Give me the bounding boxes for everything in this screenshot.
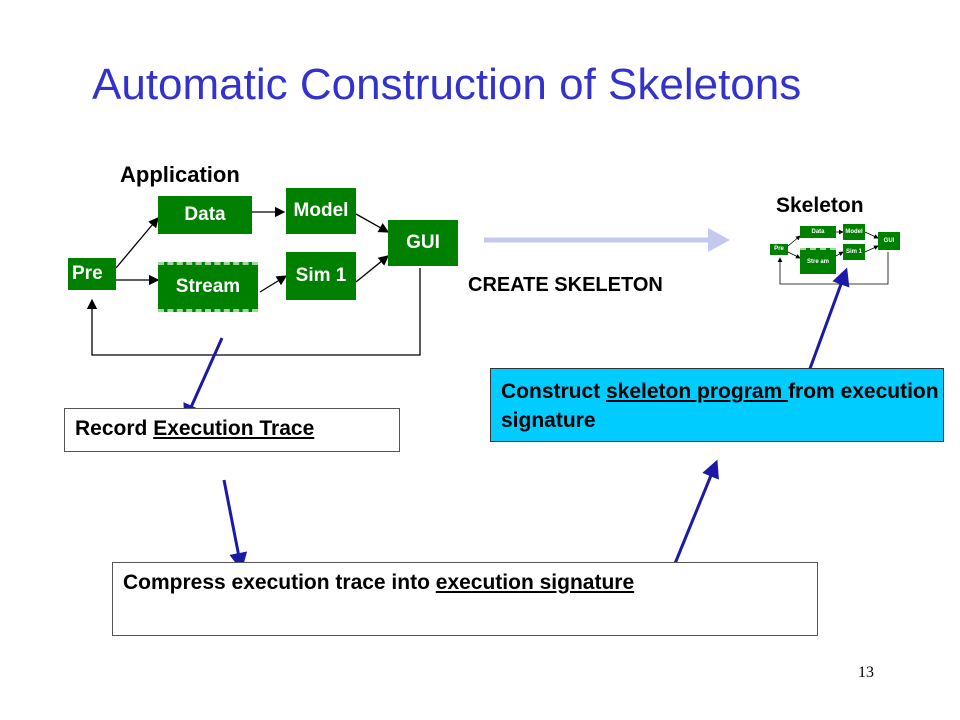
edge-gui-loop-back xyxy=(86,268,421,356)
node-gui: GUI xyxy=(388,220,458,266)
arrow-compress-to-construct xyxy=(672,459,719,567)
node-stream: Stream xyxy=(158,262,258,312)
construct-prefix: Construct xyxy=(501,380,606,403)
node-model: Model xyxy=(286,188,356,234)
skeleton-label: Skeleton xyxy=(776,194,864,217)
mini-node-model: Model xyxy=(843,224,865,240)
mini-node-pre: Pre xyxy=(770,244,788,255)
mini-node-data: Data xyxy=(800,226,836,238)
application-label: Application xyxy=(120,162,240,187)
construct-underlined: skeleton program xyxy=(606,380,789,403)
edge-pre-data xyxy=(115,217,159,269)
mini-node-gui: GUI xyxy=(878,232,900,250)
arrow-trace-to-record xyxy=(183,337,224,423)
compress-underlined: execution signature xyxy=(435,571,635,594)
node-sim: Sim 1 xyxy=(286,252,356,300)
arrow-record-to-compress xyxy=(222,479,248,571)
mini-node-sim: Sim 1 xyxy=(843,244,865,260)
create-skeleton-arrow-head xyxy=(708,228,730,252)
edge-model-gui xyxy=(355,213,390,233)
record-trace-prefix: Record xyxy=(75,417,154,440)
page-number: 13 xyxy=(858,664,874,681)
arrow-construct-to-skeleton xyxy=(806,267,850,375)
record-trace-underlined: Execution Trace xyxy=(153,417,315,440)
compress-prefix: Compress execution trace into xyxy=(123,571,436,594)
create-skeleton-label: CREATE SKELETON xyxy=(468,274,663,296)
node-pre: Pre xyxy=(68,258,116,290)
mini-node-stream: Stre am xyxy=(800,248,836,274)
compress-trace-box: Compress execution trace into execution … xyxy=(112,562,818,636)
edge-sim-gui xyxy=(355,255,390,283)
construct-skeleton-box: Construct skeleton program from executio… xyxy=(490,368,944,442)
edge-stream-sim xyxy=(259,275,288,293)
node-data: Data xyxy=(158,196,252,234)
record-trace-box: Record Execution Trace xyxy=(64,408,400,452)
slide-title: Automatic Construction of Skeletons xyxy=(92,60,802,109)
construct-suffix: from execution signature xyxy=(501,380,939,432)
